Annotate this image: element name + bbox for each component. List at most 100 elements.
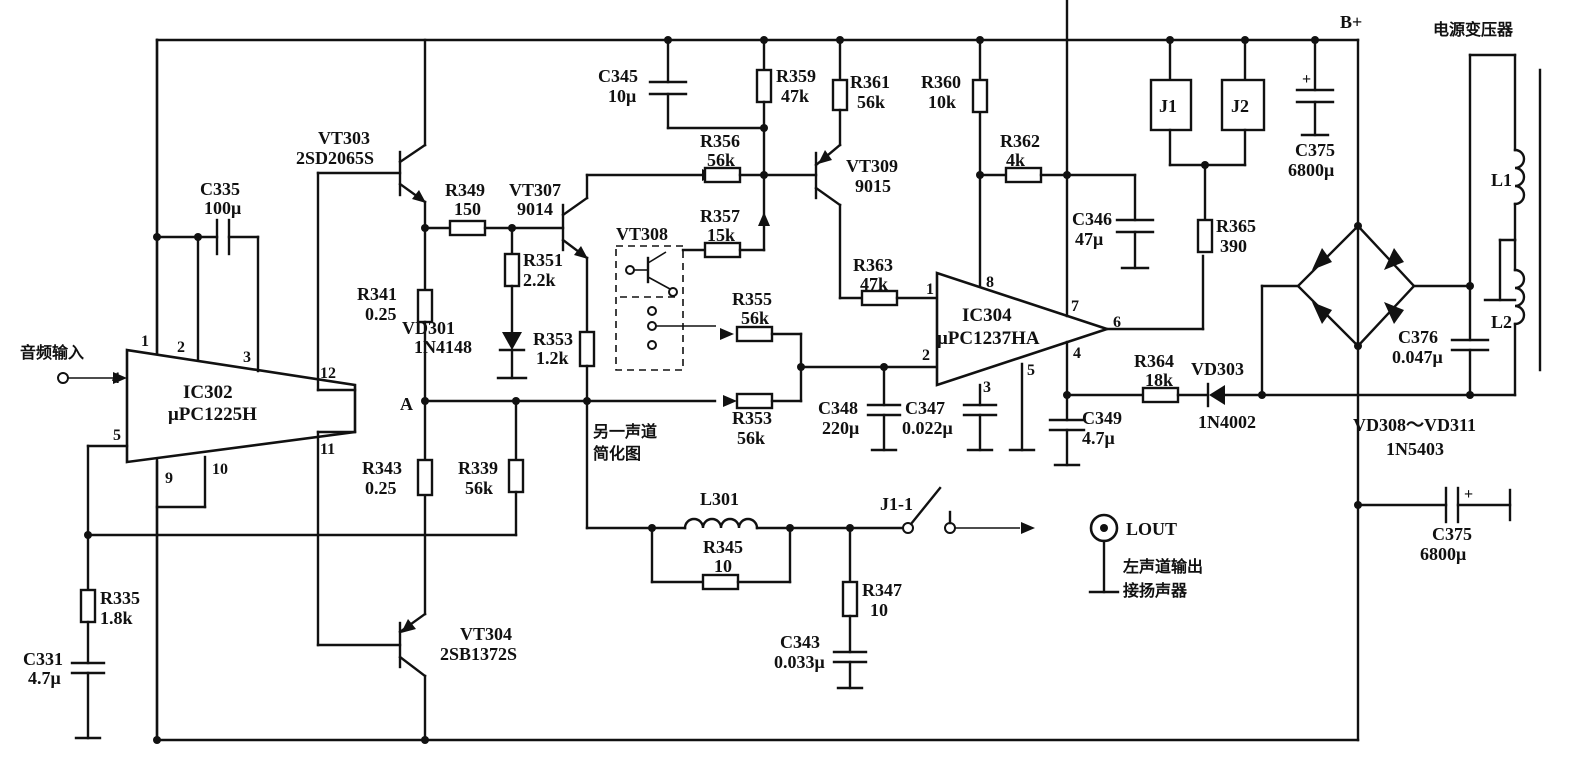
ic302-pin-12: 12 [320,365,336,382]
r365-value: 390 [1220,236,1247,256]
ic302-pin-1: 1 [141,333,149,350]
ic304-name: IC304 [962,305,1012,326]
vd301: VD301 1N4148 [402,318,528,380]
r347-value: 10 [870,600,888,620]
relay-j2: J2 [1201,36,1266,169]
other-channel-label-1: 另一声道 [593,422,657,441]
node-a-label: A [400,394,413,414]
r361-value: 4k [1006,150,1025,170]
c335-ref: C335 [200,179,240,199]
r364: R364 18k [1065,351,1209,404]
r351-value: 2.2k [523,270,556,290]
r335-value: 1.8k [100,608,133,628]
lout-label: LOUT [1126,519,1177,539]
r359-value: 47k [781,86,809,106]
c348-value: 220μ [822,418,859,438]
ic302-name: IC302 [183,382,233,403]
r345-ref: R345 [703,537,743,557]
c375-bottom: + C375 6800μ [1354,486,1512,564]
r358: R357 15k [681,206,770,259]
vd303-ref: VD303 [1191,359,1244,379]
vd303-model: 1N4002 [1198,412,1256,432]
l2-label: L2 [1491,312,1512,332]
r347-ref: R347 [862,580,902,600]
ic304-model: μPC1237HA [937,328,1040,349]
vt309: VT309 9015 [814,143,898,300]
c375-top-plus: + [1302,71,1311,88]
c345-value: 10μ [608,86,636,106]
relay-j2-label: J2 [1231,96,1249,116]
bridge-ref: VD308～VD311 [1353,415,1476,435]
vd301-ref: VD301 [402,318,455,338]
r365: R365 390 [1196,163,1256,256]
l301-label: L301 [700,489,739,509]
r361: R362 4k [978,131,1137,184]
r362-ref: R361 [850,72,890,92]
vt303-model: 2SD2065S [296,148,374,168]
vt303: VT303 2SD2065S [296,38,427,292]
r355: R353 56k [732,392,803,448]
ic302-pin-5: 5 [113,427,121,444]
node-a: A [400,394,737,414]
relay-contact-label: J1-1 [880,494,913,514]
ic304-pin-1: 1 [926,281,934,298]
r355-ref: R353 [732,408,772,428]
r359-ref: R359 [776,66,816,86]
vt309-ref: VT309 [846,156,898,176]
r345-value: 10 [714,556,732,576]
feedback-line [84,531,518,539]
ic302: IC302 μPC1225H 1 2 3 4 5 9 10 11 12 [86,38,357,742]
r341: R341 0.25 [357,224,434,462]
ic304-pin-4: 4 [1073,345,1081,362]
ic304: IC304 μPC1237HA 1 2 3 4 5 6 7 8 [922,0,1205,452]
c348: C348 220μ [818,365,902,452]
ic302-pin-3: 3 [243,349,251,366]
r347: R347 10 [841,526,902,654]
transformer-label: 电源变压器 [1433,20,1514,39]
audio-input-label: 音频输入 [20,343,84,362]
c349-value: 4.7μ [1082,428,1115,448]
r343: R343 0.25 [362,458,434,498]
r358-value: 15k [707,225,735,245]
r356-value: 56k [741,308,769,328]
vt309-model: 9015 [855,176,891,196]
vt308: VT308 [615,224,734,371]
r351: R351 2.2k [503,226,563,334]
other-channel-label-2: 简化图 [593,444,641,463]
ic304-pin-7: 7 [1071,298,1079,315]
c345: C345 10μ [598,36,766,130]
r353-value: 1.2k [536,348,569,368]
vt303-ref: VT303 [318,128,370,148]
c347-value: 0.022μ [902,418,953,438]
r362: R361 56k [831,36,890,147]
ic302-pin-10: 10 [212,461,228,478]
c346-ref: C346 [1072,209,1112,229]
r341-ref: R341 [357,284,397,304]
ic304-pin-8: 8 [986,274,994,291]
r343-ref: R343 [362,458,402,478]
r360: R360 10k [921,72,989,114]
c345-ref: C345 [598,66,638,86]
c343-ref: C343 [780,632,820,652]
r339-value: 56k [465,478,493,498]
ic304-pin-5: 5 [1027,362,1035,379]
ic302-model: μPC1225H [168,404,257,425]
r362-value: 56k [857,92,885,112]
vt308-ref: VT308 [616,224,668,244]
relay-j1-label: J1 [1159,96,1177,116]
vt307: VT307 9014 [509,169,716,334]
relay-j1: J1 [1149,36,1247,167]
r349: R349 150 [423,180,565,237]
vt304: VT304 2SB1372S [316,493,517,742]
c346: C346 47μ [1072,173,1155,270]
left-out-label-1: 左声道输出 [1122,557,1203,576]
r339-ref: R339 [458,458,498,478]
vd301-model: 1N4148 [414,337,472,357]
b-plus-label: B+ [1340,12,1362,32]
c347-ref: C347 [905,398,945,418]
ic302-pin-2: 2 [177,339,185,356]
ic302-pin-9: 9 [165,470,173,487]
c375-bottom-plus: + [1464,486,1473,503]
bridge-model: 1N5403 [1386,439,1444,459]
